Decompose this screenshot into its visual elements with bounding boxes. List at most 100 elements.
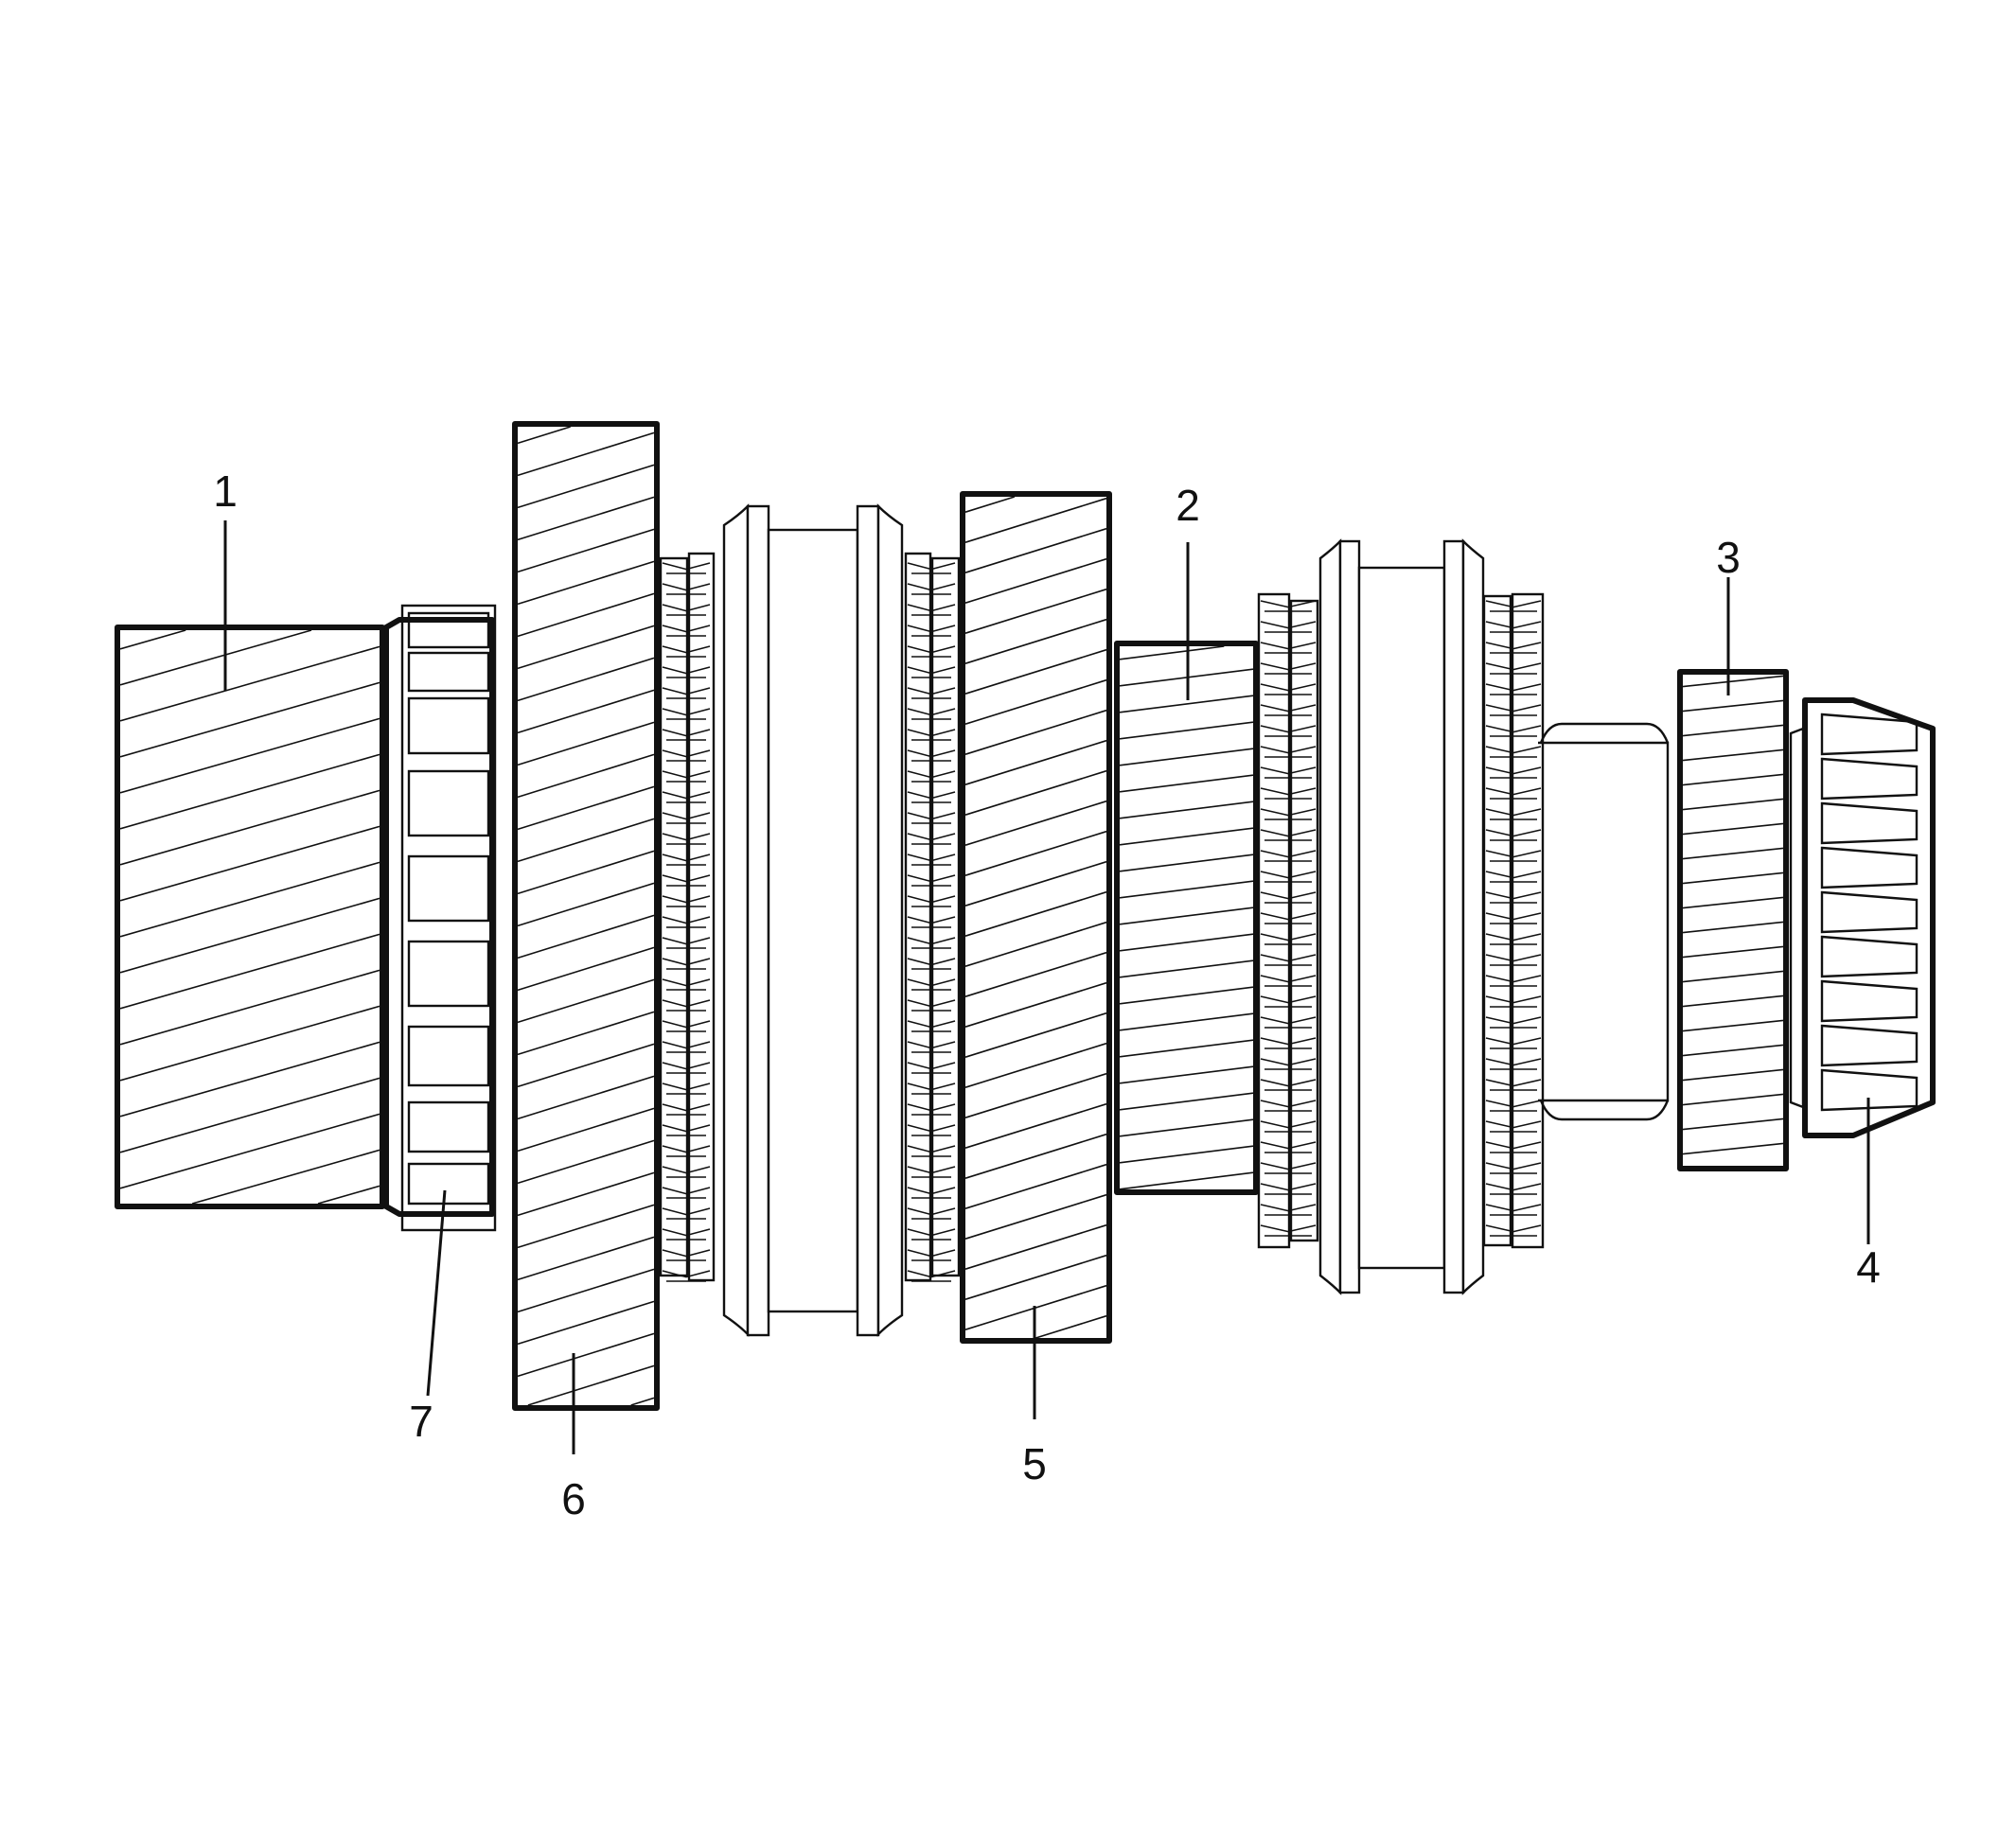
roller: [407, 1100, 490, 1153]
ring-tooth: [1260, 808, 1317, 820]
helical-tooth-line: [964, 830, 1107, 876]
helical-tooth-line: [964, 1133, 1107, 1179]
ring-tooth: [1260, 1016, 1317, 1029]
helical-tooth-line: [964, 739, 1107, 785]
ring-tooth: [662, 1020, 711, 1032]
helical-tooth-line: [1682, 748, 1784, 762]
helical-tooth-line: [964, 1072, 1107, 1118]
ring-tooth: [1260, 1120, 1317, 1133]
ring-tooth: [907, 749, 956, 762]
helical-tooth-line: [317, 1185, 380, 1205]
ring-tooth: [1485, 787, 1542, 800]
ring-tooth: [1485, 1058, 1542, 1070]
part-3-gear: [1677, 669, 1789, 1171]
ring-tooth: [1485, 1224, 1542, 1237]
helical-tooth-line: [1682, 921, 1784, 934]
helical-tooth-line: [517, 914, 655, 959]
roller: [407, 611, 490, 649]
ring-tooth: [907, 1062, 956, 1074]
ring-tooth: [1260, 662, 1317, 675]
helical-tooth-line: [191, 1149, 380, 1205]
ring-tooth: [662, 1062, 711, 1074]
helical-tooth-line: [1682, 724, 1784, 737]
ring-tooth: [907, 1270, 956, 1282]
ring-tooth: [662, 1082, 711, 1095]
ring-tooth: [907, 916, 956, 928]
ring-tooth: [1485, 891, 1542, 904]
ring-tooth: [662, 666, 711, 678]
helical-tooth-line: [517, 431, 655, 477]
ring-tooth: [907, 604, 956, 616]
helical-tooth-line: [517, 464, 655, 509]
helical-tooth-line: [1119, 1065, 1254, 1084]
helical-tooth-line: [1119, 748, 1254, 766]
ring-tooth: [907, 770, 956, 783]
ring-tooth: [662, 687, 711, 699]
helical-tooth-line: [964, 1193, 1107, 1240]
helical-tooth-line: [1682, 994, 1784, 1008]
ring-tooth: [662, 749, 711, 762]
helical-tooth-line: [517, 496, 655, 541]
tapered-roller: [1820, 801, 1919, 845]
helical-tooth-line: [119, 1005, 380, 1082]
ring-tooth: [907, 729, 956, 741]
helical-tooth-line: [964, 1223, 1107, 1270]
helical-tooth-line: [1682, 1068, 1784, 1082]
helical-tooth-line: [1682, 970, 1784, 983]
helical-tooth-line: [964, 648, 1107, 695]
synchro-ring-b-teeth: [1485, 600, 1542, 1237]
helical-tooth-line: [517, 1204, 655, 1249]
helical-tooth-line: [1682, 1019, 1784, 1032]
ring-tooth: [1485, 829, 1542, 841]
ring-tooth: [662, 562, 711, 574]
helical-tooth-line: [517, 657, 655, 702]
ring-tooth: [662, 916, 711, 928]
ring-tooth: [1485, 1037, 1542, 1049]
helical-tooth-line: [119, 897, 380, 974]
callout-1: 1: [213, 466, 238, 516]
ring-tooth: [907, 999, 956, 1012]
helical-tooth-line: [517, 785, 655, 831]
helical-tooth-line: [517, 1268, 655, 1313]
synchro-ring-5-teeth: [907, 562, 956, 1282]
ring-tooth: [1260, 891, 1317, 904]
helical-tooth-line: [964, 618, 1107, 664]
ring-tooth: [662, 1103, 711, 1116]
part-7-bearing: [383, 604, 497, 1232]
ring-tooth: [1260, 1162, 1317, 1174]
helical-tooth-line: [1119, 1039, 1254, 1058]
helical-tooth-line: [517, 1171, 655, 1217]
ring-tooth: [662, 999, 711, 1012]
ring-tooth: [907, 1041, 956, 1053]
ring-tooth: [1260, 1079, 1317, 1091]
part-2-teeth-hatching: [1119, 645, 1254, 1190]
ring-tooth: [1485, 746, 1542, 758]
helical-tooth-line: [964, 800, 1107, 846]
part-3-teeth-hatching: [1682, 675, 1784, 1155]
ring-tooth: [907, 1187, 956, 1199]
ring-tooth: [1485, 1162, 1542, 1174]
helical-tooth-line: [517, 1107, 655, 1153]
helical-tooth-line: [1682, 1118, 1784, 1131]
part-2-gear: [1114, 641, 1259, 1195]
ring-tooth: [1485, 1079, 1542, 1091]
tapered-roller: [1820, 713, 1919, 756]
helical-tooth-line: [1682, 675, 1784, 688]
ring-tooth: [907, 687, 956, 699]
helical-tooth-line: [119, 789, 380, 866]
part-1-gear: [115, 625, 385, 1209]
ring-tooth: [1485, 954, 1542, 966]
helical-tooth-line: [119, 969, 380, 1046]
ring-tooth: [662, 1207, 711, 1220]
helical-tooth-line: [964, 769, 1107, 816]
helical-tooth-line: [1119, 721, 1254, 740]
ring-tooth: [1485, 1141, 1542, 1153]
helical-tooth-line: [1119, 827, 1254, 846]
part-1-teeth-hatching: [119, 629, 380, 1205]
ring-tooth: [907, 937, 956, 949]
helical-tooth-line: [119, 681, 380, 758]
helical-tooth-line: [1682, 945, 1784, 959]
ring-tooth: [1260, 954, 1317, 966]
helical-tooth-line: [119, 825, 380, 902]
